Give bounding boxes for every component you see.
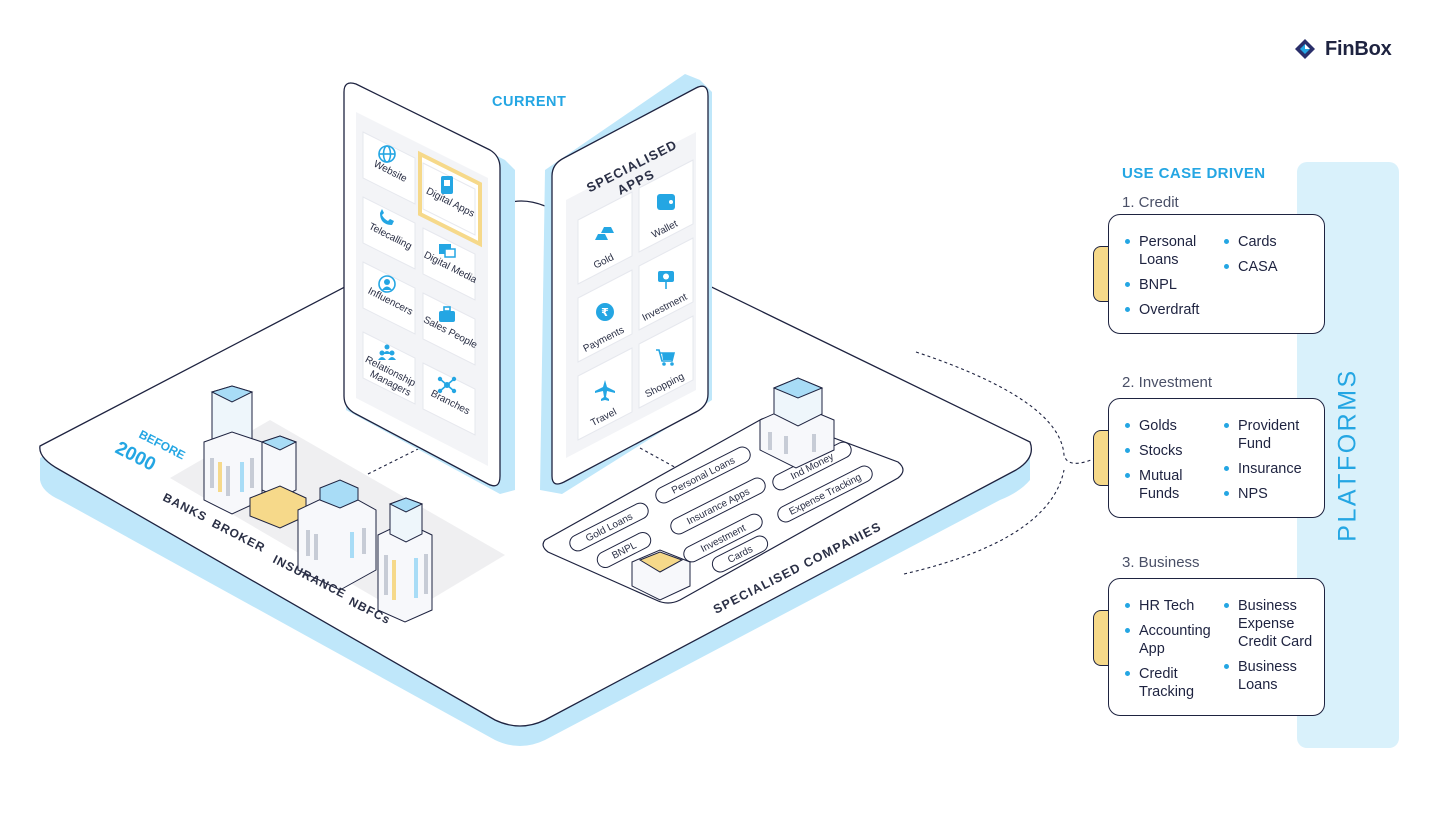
- list-item: Golds: [1123, 417, 1219, 435]
- section-title-business: 3. Business: [1122, 554, 1200, 571]
- channel-tile-digital-apps: Digital Apps: [422, 162, 476, 236]
- list-item: Overdraft: [1123, 301, 1223, 319]
- section-card-credit: Personal Loans BNPL Overdraft Cards CASA: [1108, 214, 1325, 334]
- svg-text:₹: ₹: [601, 306, 609, 319]
- list-item: Stocks: [1123, 442, 1219, 460]
- phone-call-icon: [380, 209, 394, 225]
- business-left-list: HR Tech Accounting App Credit Tracking: [1123, 597, 1223, 708]
- list-item: Credit Tracking: [1123, 665, 1223, 701]
- broker-building: [249, 435, 307, 529]
- list-item: CASA: [1222, 258, 1318, 276]
- channel-tile-website: Website: [362, 131, 416, 205]
- list-item: NPS: [1222, 485, 1318, 503]
- app-tile-shopping: Shopping: [638, 315, 694, 409]
- list-item: Insurance: [1222, 460, 1318, 478]
- platforms-label: PLATFORMS: [1333, 368, 1362, 542]
- list-item: Cards: [1222, 233, 1318, 251]
- companies-small-building: [631, 549, 691, 601]
- companies-building: [759, 377, 835, 469]
- people-group-icon: [378, 344, 396, 360]
- globe-icon: [378, 145, 396, 163]
- investment-right-list: Provident Fund Insurance NPS: [1222, 417, 1318, 510]
- list-item: Accounting App: [1123, 622, 1223, 658]
- shopping-cart-icon: [656, 349, 676, 366]
- app-tile-travel: Travel: [577, 347, 633, 441]
- investment-left-list: Golds Stocks Mutual Funds: [1123, 417, 1219, 510]
- phone-app-icon: [441, 176, 453, 194]
- channel-tile-influencers: Influencers: [362, 261, 416, 335]
- network-icon: [437, 376, 457, 394]
- section-tab-investment: [1093, 430, 1111, 486]
- channel-tile-telecalling: Telecalling: [362, 196, 416, 270]
- base-platform: [39, 200, 1033, 746]
- app-tile-wallet: Wallet: [638, 159, 694, 253]
- gold-bars-icon: [595, 227, 614, 240]
- credit-right-list: Cards CASA: [1222, 233, 1318, 283]
- list-item: BNPL: [1123, 276, 1223, 294]
- section-tab-credit: [1093, 246, 1111, 302]
- credit-left-list: Personal Loans BNPL Overdraft: [1123, 233, 1223, 326]
- institutions-area: [170, 385, 505, 623]
- section-card-business: HR Tech Accounting App Credit Tracking B…: [1108, 578, 1325, 716]
- investment-plant-icon: [658, 271, 674, 289]
- brand-logo: FinBox: [1293, 34, 1392, 64]
- use-case-title: USE CASE DRIVEN: [1122, 165, 1266, 182]
- list-item: Business Loans: [1222, 658, 1320, 694]
- finbox-logo-icon: [1295, 39, 1315, 59]
- nbfc-building: [377, 497, 433, 623]
- insurance-building: [297, 479, 377, 591]
- list-item: HR Tech: [1123, 597, 1223, 615]
- rupee-coin-icon: ₹: [596, 303, 614, 321]
- section-tab-business: [1093, 610, 1111, 666]
- briefcase-icon: [439, 306, 455, 322]
- business-right-list: Business Expense Credit Card Business Lo…: [1222, 597, 1320, 701]
- brand-name: FinBox: [1325, 37, 1392, 60]
- section-card-investment: Golds Stocks Mutual Funds Provident Fund…: [1108, 398, 1325, 518]
- connectors: [367, 351, 1097, 575]
- digital-media-icon: [439, 244, 456, 258]
- list-item: Personal Loans: [1123, 233, 1223, 269]
- section-title-investment: 2. Investment: [1122, 374, 1213, 391]
- app-tile-gold: Gold: [577, 191, 633, 285]
- bank-building: [203, 385, 263, 515]
- section-title-credit: 1. Credit: [1122, 194, 1179, 211]
- channel-tile-branches: Branches: [422, 362, 476, 436]
- wallet-icon: [657, 194, 675, 210]
- list-item: Mutual Funds: [1123, 467, 1219, 503]
- influencer-icon: [378, 275, 396, 293]
- list-item: Provident Fund: [1222, 417, 1318, 453]
- airplane-icon: [595, 380, 615, 401]
- current-label: CURRENT: [492, 94, 566, 110]
- list-item: Business Expense Credit Card: [1222, 597, 1320, 651]
